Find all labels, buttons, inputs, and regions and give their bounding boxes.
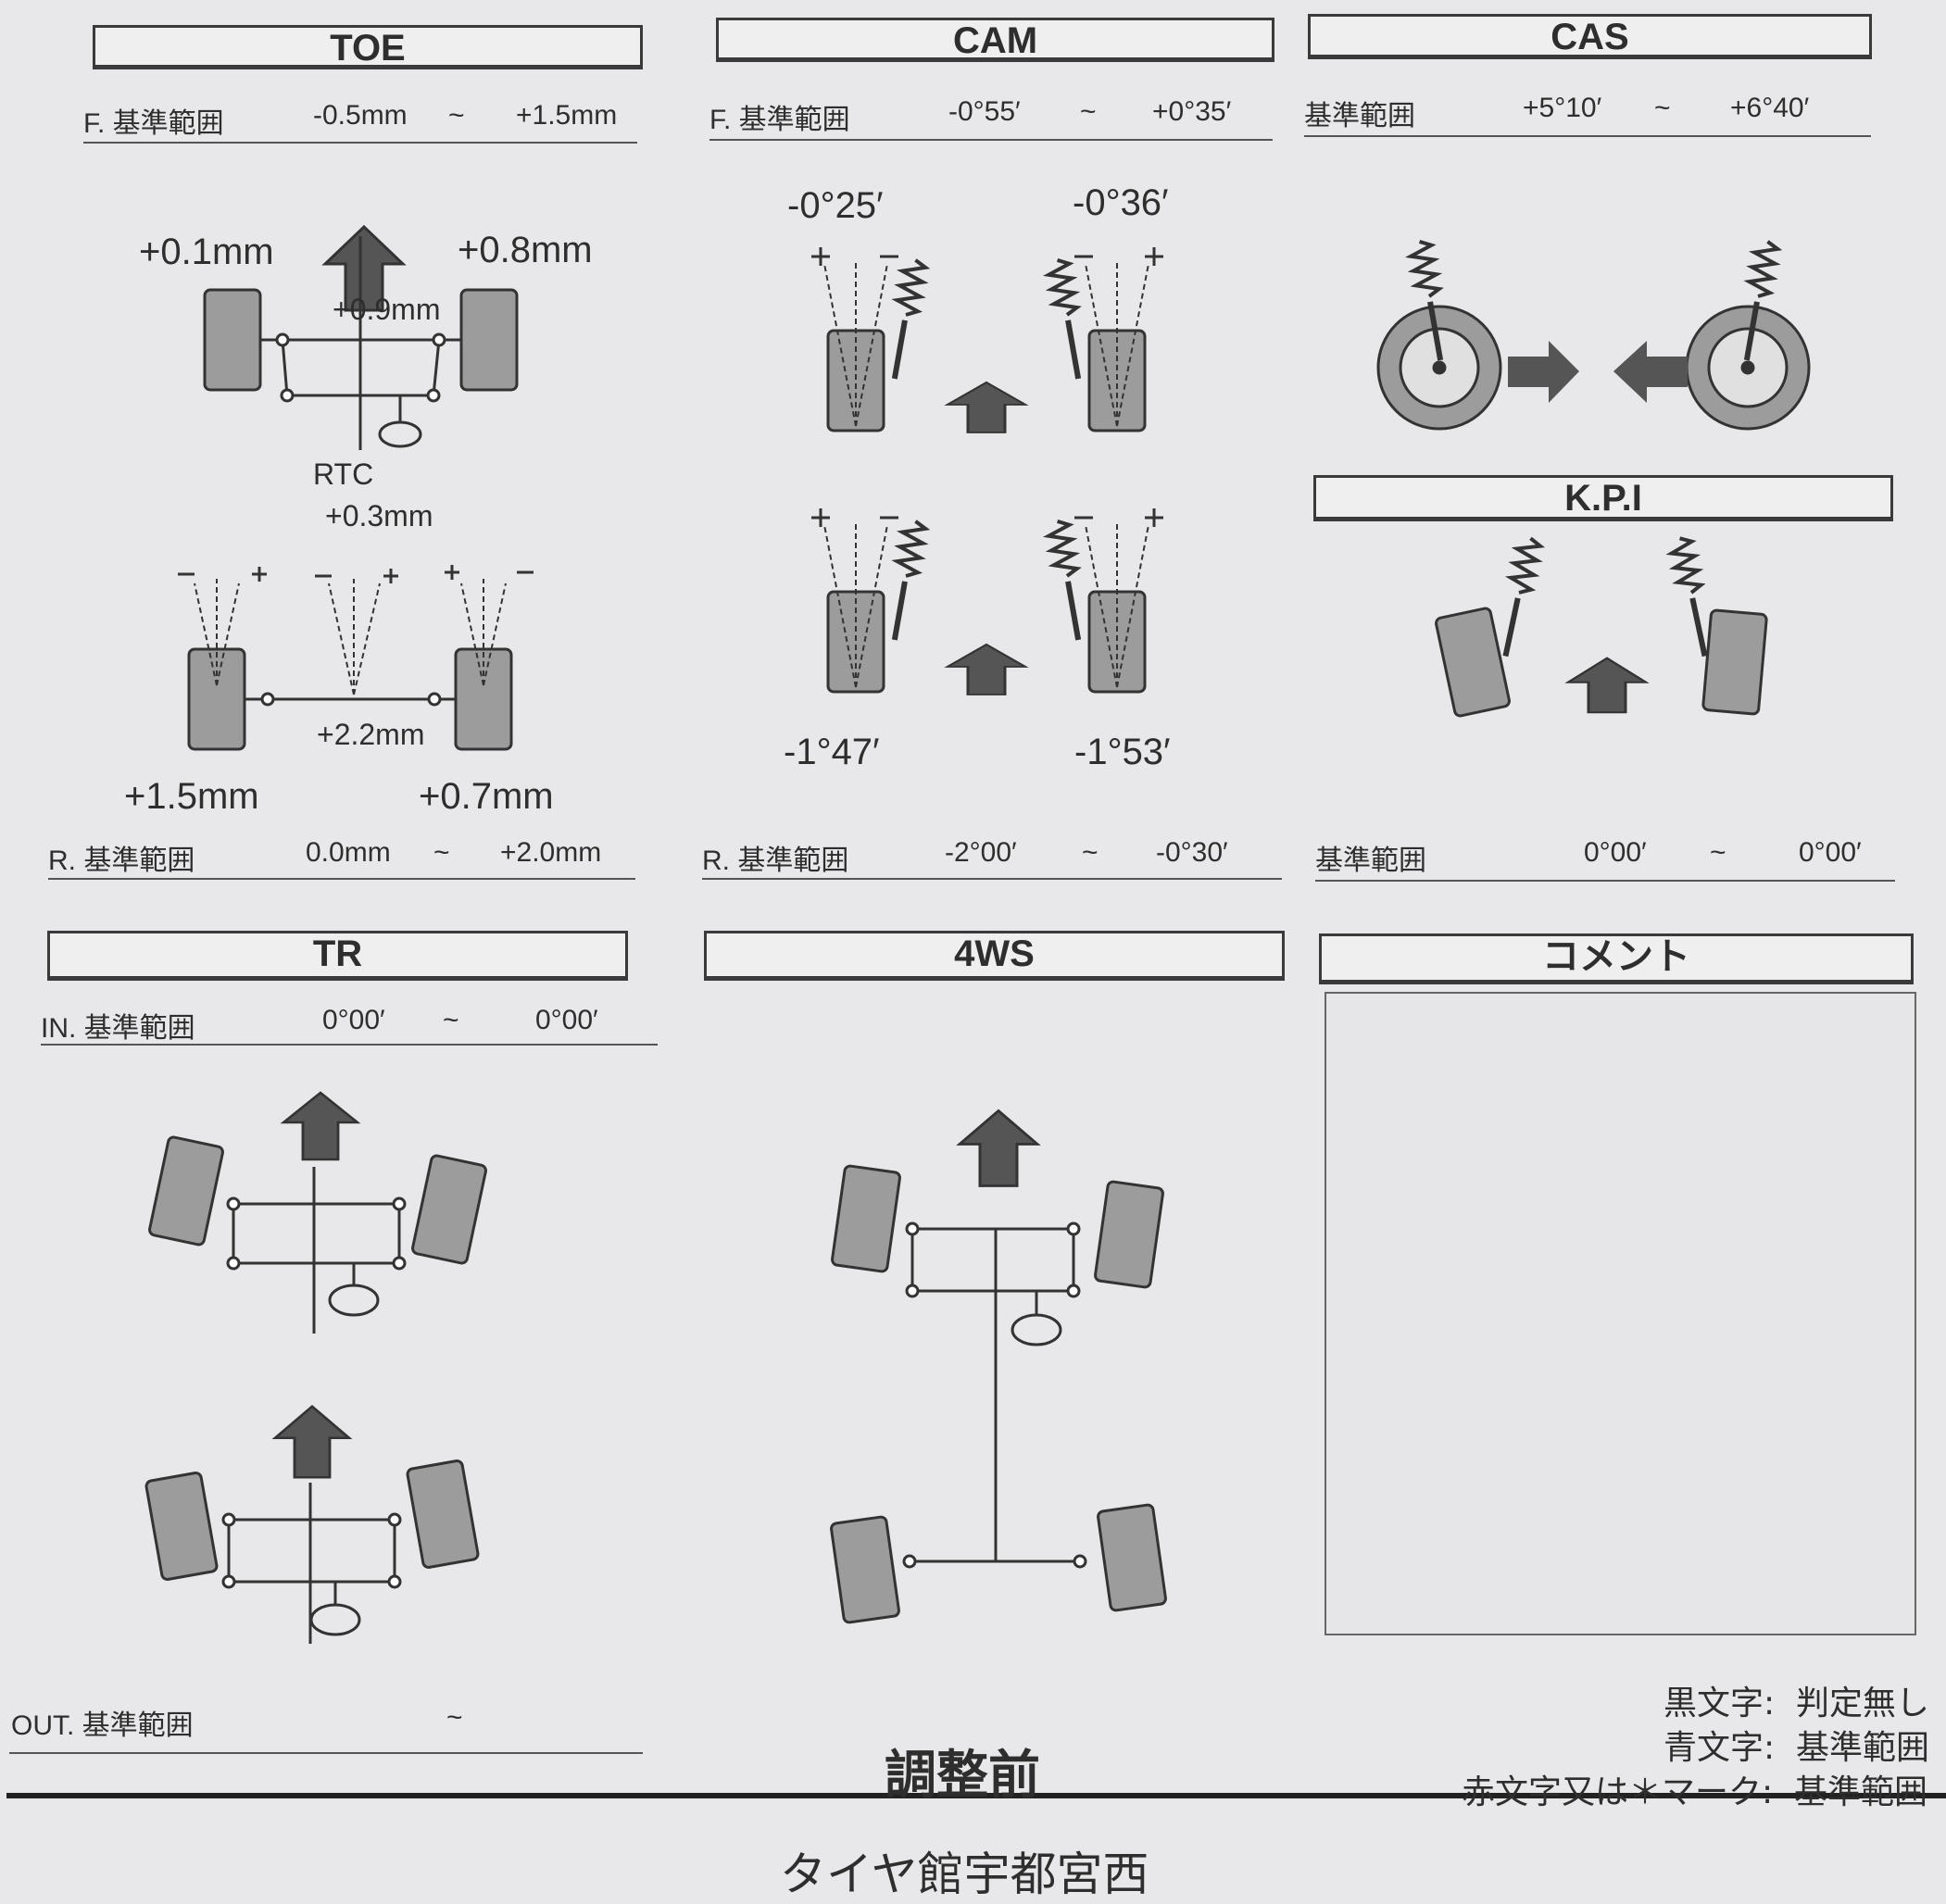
divider — [41, 1044, 658, 1046]
legend-text: 基準範囲 — [1796, 1729, 1930, 1767]
arrow-left-icon — [1613, 341, 1688, 403]
legend-key: 青文字: — [1664, 1729, 1776, 1767]
toe-rear-right-value: +0.7mm — [419, 776, 554, 817]
arrow-right-icon — [1508, 341, 1579, 403]
divider — [709, 139, 1273, 141]
range-max: 0°00′ — [535, 1005, 598, 1035]
rtc-label: RTC — [313, 457, 374, 491]
range-label: 基準範囲 — [1304, 101, 1415, 132]
toe-rear-left-value: +1.5mm — [124, 776, 259, 817]
range-sep: ~ — [433, 837, 450, 868]
range-label: R. 基準範囲 — [702, 846, 849, 876]
wheel-icon — [459, 288, 519, 392]
tr-header: TR — [47, 931, 628, 981]
range-min: -2°00′ — [945, 837, 1017, 868]
divider — [702, 878, 1282, 880]
range-min: +5°10′ — [1523, 93, 1602, 123]
divider — [1304, 135, 1871, 137]
footer-rule — [6, 1793, 1946, 1798]
range-max: -0°30′ — [1156, 837, 1228, 868]
range-min: 0.0mm — [306, 837, 391, 868]
range-label: F. 基準範囲 — [83, 108, 224, 139]
legend-text: 判定無し — [1796, 1685, 1930, 1722]
legend-item: 赤文字又は＊マーク: 基準範囲 — [1462, 1765, 1946, 1813]
toe-front-total-value: +0.9mm — [333, 293, 441, 326]
rtc-value: +0.3mm — [325, 499, 433, 532]
forward-arrow-icon — [273, 1405, 351, 1479]
range-label: R. 基準範囲 — [48, 846, 195, 876]
range-min: -0.5mm — [313, 100, 408, 131]
camber-diagram — [811, 247, 1163, 696]
forward-arrow-icon — [282, 1091, 359, 1161]
forward-arrow-icon — [1566, 657, 1648, 714]
cam-header: CAM — [716, 18, 1274, 62]
forward-arrow-icon — [958, 1109, 1039, 1187]
legend-item: 黒文字: 判定無し — [1664, 1676, 1946, 1724]
kpi-header: K.P.I — [1313, 475, 1893, 521]
toe-rear-diagram — [178, 565, 534, 751]
cam-rear-left-value: -1°47′ — [784, 732, 880, 772]
cam-front-left-value: -0°25′ — [787, 185, 884, 226]
range-sep: ~ — [443, 1005, 459, 1035]
comment-header: コメント — [1319, 933, 1914, 984]
range-label: OUT. 基準範囲 — [11, 1710, 194, 1741]
toe-rear-total-value: +2.2mm — [317, 718, 425, 751]
toe-front-left-value: +0.1mm — [139, 232, 274, 272]
range-label: 基準範囲 — [1315, 846, 1426, 876]
range-min: -0°55′ — [948, 96, 1021, 127]
divider — [1315, 880, 1895, 882]
comment-area — [1325, 992, 1916, 1635]
range-sep: ~ — [1654, 93, 1671, 123]
range-min: 0°00′ — [1584, 837, 1647, 868]
cam-front-right-value: -0°36′ — [1073, 182, 1169, 223]
range-sep: ~ — [1080, 96, 1097, 127]
caster-diagram — [1376, 240, 1811, 431]
range-max: +2.0mm — [500, 837, 602, 868]
divider — [9, 1752, 643, 1754]
toe-front-diagram — [203, 225, 519, 450]
range-label: IN. 基準範囲 — [41, 1013, 195, 1044]
shop-name: タイヤ館宇都宮西 — [780, 1848, 1149, 1901]
range-max: +6°40′ — [1730, 93, 1810, 123]
legend-key: 黒文字: — [1664, 1685, 1776, 1722]
legend-item: 青文字: 基準範囲 — [1664, 1721, 1946, 1769]
range-sep: ~ — [448, 100, 465, 131]
toe-front-right-value: +0.8mm — [458, 230, 593, 270]
range-label: F. 基準範囲 — [709, 105, 850, 135]
range-sep: ~ — [1082, 837, 1099, 868]
range-max: +0°35′ — [1152, 96, 1232, 127]
range-sep: ~ — [446, 1702, 463, 1733]
divider — [83, 142, 637, 144]
range-sep: ~ — [1710, 837, 1726, 868]
toe-change-diagram — [144, 1091, 489, 1644]
range-max: +1.5mm — [516, 100, 618, 131]
toe-header: TOE — [93, 25, 643, 69]
legend-text: 基準範囲 — [1794, 1773, 1928, 1811]
cas-header: CAS — [1308, 14, 1872, 59]
range-max: 0°00′ — [1799, 837, 1862, 868]
4ws-header: 4WS — [704, 931, 1285, 981]
wheel-icon — [203, 288, 262, 392]
forward-arrow-icon — [946, 381, 1027, 434]
divider — [48, 878, 635, 880]
4ws-diagram — [829, 1109, 1168, 1625]
legend-key: 赤文字又は＊マーク: — [1462, 1773, 1774, 1811]
cam-rear-right-value: -1°53′ — [1074, 732, 1171, 772]
forward-arrow-icon — [946, 643, 1027, 696]
kpi-diagram — [1433, 536, 1769, 719]
range-min: 0°00′ — [322, 1005, 385, 1035]
stage-label: 調整前 — [885, 1746, 1040, 1806]
